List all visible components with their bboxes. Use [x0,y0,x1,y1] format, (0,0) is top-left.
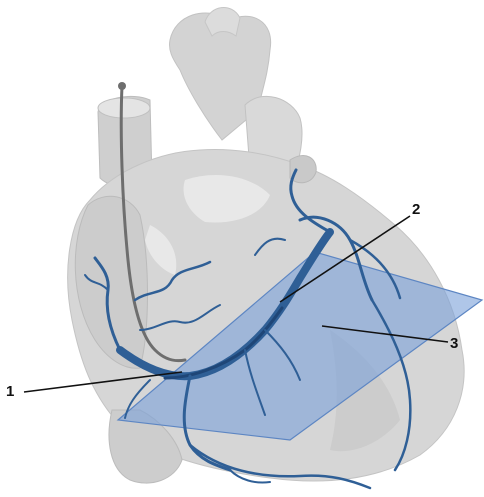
catheter-tip [118,82,126,90]
left-atrial-appendage [290,156,316,183]
callout-3: 3 [450,335,458,352]
aortic-arch-branch [205,7,240,36]
callout-1: 1 [6,383,14,400]
callout-2: 2 [412,201,420,218]
svc-opening [98,98,150,118]
